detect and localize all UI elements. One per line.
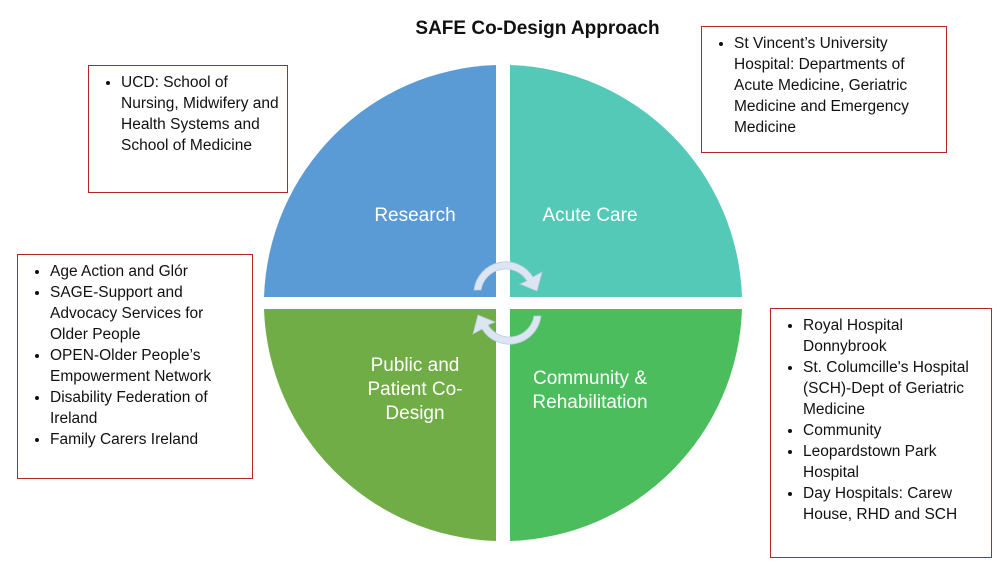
- community-list: Royal Hospital DonnybrookSt. Columcille'…: [781, 315, 983, 525]
- list-item: St. Columcille's Hospital (SCH)-Dept of …: [803, 357, 983, 420]
- list-item: UCD: School of Nursing, Midwifery and He…: [121, 72, 279, 156]
- advocacy-box: Age Action and GlórSAGE-Support and Advo…: [17, 254, 253, 479]
- public-patient-label: Public and Patient Co-Design: [367, 355, 463, 424]
- community-label: Community & Rehabilitation: [532, 368, 648, 413]
- list-item: Disability Federation of Ireland: [50, 387, 244, 429]
- quadrant-acute-care: [510, 65, 742, 297]
- quadrant-public-patient: [264, 309, 496, 541]
- ucd-list: UCD: School of Nursing, Midwifery and He…: [99, 72, 279, 156]
- cycle-arrow-bottom: [472, 314, 542, 345]
- acute-care-label: Acute Care: [542, 205, 638, 226]
- svuh-box: St Vincent’s University Hospital: Depart…: [701, 26, 947, 153]
- community-box: Royal Hospital DonnybrookSt. Columcille'…: [770, 308, 992, 558]
- svuh-list: St Vincent’s University Hospital: Depart…: [712, 33, 938, 138]
- list-item: OPEN-Older People’s Empowerment Network: [50, 345, 244, 387]
- ucd-box: UCD: School of Nursing, Midwifery and He…: [88, 65, 288, 193]
- list-item: St Vincent’s University Hospital: Depart…: [734, 33, 938, 138]
- list-item: SAGE-Support and Advocacy Services for O…: [50, 282, 244, 345]
- quadrant-community: [510, 309, 742, 541]
- quadrant-research: [264, 65, 496, 297]
- list-item: Community: [803, 420, 983, 441]
- list-item: Day Hospitals: Carew House, RHD and SCH: [803, 483, 983, 525]
- diagram-title: SAFE Co-Design Approach: [415, 18, 660, 39]
- advocacy-list: Age Action and GlórSAGE-Support and Advo…: [28, 261, 244, 450]
- list-item: Leopardstown Park Hospital: [803, 441, 983, 483]
- list-item: Royal Hospital Donnybrook: [803, 315, 983, 357]
- list-item: Age Action and Glór: [50, 261, 244, 282]
- list-item: Family Carers Ireland: [50, 429, 244, 450]
- research-label: Research: [374, 205, 456, 226]
- cycle-arrow-top: [473, 261, 543, 292]
